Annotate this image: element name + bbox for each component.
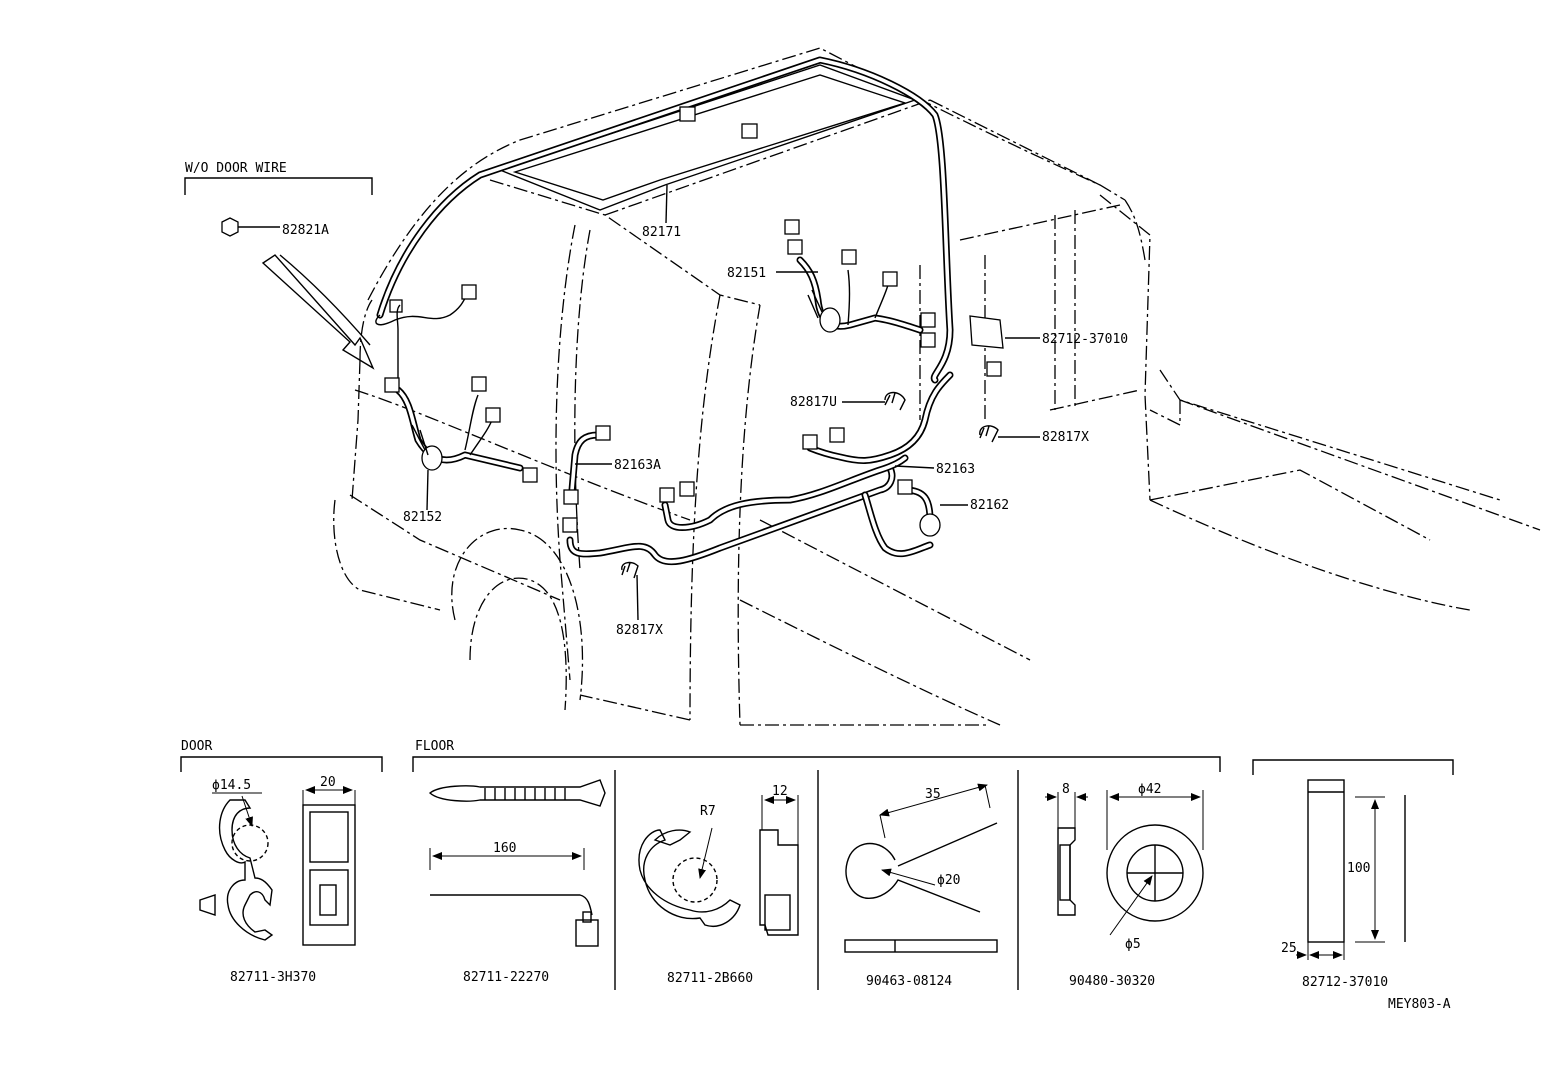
section-floor: FLOOR (415, 739, 454, 754)
callout-82817X-right: 82817X (1042, 430, 1089, 445)
label-plate-body (969, 315, 1004, 349)
quarter-harness-82151 (784, 219, 936, 348)
section-brackets (180, 756, 1454, 990)
d5-dim-t: 8 (1062, 782, 1070, 797)
drawing-code: MEY803-A (1388, 997, 1451, 1012)
d3-dim-r: R7 (700, 804, 716, 819)
callout-82152: 82152 (403, 510, 442, 525)
front-pillar-harness-82152 (384, 304, 538, 483)
section-door: DOOR (181, 739, 212, 754)
d6-dim-w: 25 (1281, 941, 1297, 956)
d4-dim-dia: ϕ20 (937, 873, 960, 888)
d4-dim-len: 35 (925, 787, 941, 802)
leader-lines (426, 184, 1040, 621)
d2-part-number: 82711-22270 (463, 970, 549, 985)
clamp-82817X-bottom (621, 561, 639, 579)
d1-dim-w: 20 (320, 775, 336, 790)
d6-part-number: 82712-37010 (1302, 975, 1388, 990)
detail-clamp-r7 (638, 795, 799, 936)
callout-82151: 82151 (727, 266, 766, 281)
callout-82163: 82163 (936, 462, 975, 477)
clamp-82817U (884, 391, 906, 411)
d4-part-number: 90463-08124 (866, 974, 952, 989)
d2-dim-len: 160 (493, 841, 516, 856)
d1-part-number: 82711-3H370 (230, 970, 316, 985)
d1-dim-dia: ϕ14.5 (212, 778, 251, 793)
d5-part-number: 90480-30320 (1069, 974, 1155, 989)
callout-82171: 82171 (642, 225, 681, 240)
d3-part-number: 82711-2B660 (667, 971, 753, 986)
inset-title: W/O DOOR WIRE (185, 161, 287, 176)
roof-harness-82171 (375, 56, 954, 384)
clamp-82817X-right (979, 425, 999, 443)
callout-82163A: 82163A (614, 458, 661, 473)
callout-82821A: 82821A (282, 223, 329, 238)
d5-dim-id: ϕ5 (1125, 937, 1141, 952)
d3-dim-w: 12 (772, 784, 788, 799)
detail-retainer-clip (844, 783, 998, 953)
roof-panel (497, 64, 918, 211)
body-harness-82163 (562, 361, 1002, 566)
pillar-harness-82163A (563, 425, 611, 505)
detail-label-plate (1296, 779, 1406, 960)
callout-82817U: 82817U (790, 395, 837, 410)
rear-harness-82162 (897, 479, 941, 537)
detail-cable-tie (428, 779, 606, 947)
callout-82162: 82162 (970, 498, 1009, 513)
d5-dim-od: ϕ42 (1138, 782, 1161, 797)
detail-door-clamp (199, 786, 356, 946)
inset-bracket (184, 177, 375, 370)
detail-grommet (1045, 790, 1204, 936)
callout-82712-37010-body: 82712-37010 (1042, 332, 1128, 347)
d6-dim-h: 100 (1347, 861, 1370, 876)
callout-82817X-bottom: 82817X (616, 623, 663, 638)
